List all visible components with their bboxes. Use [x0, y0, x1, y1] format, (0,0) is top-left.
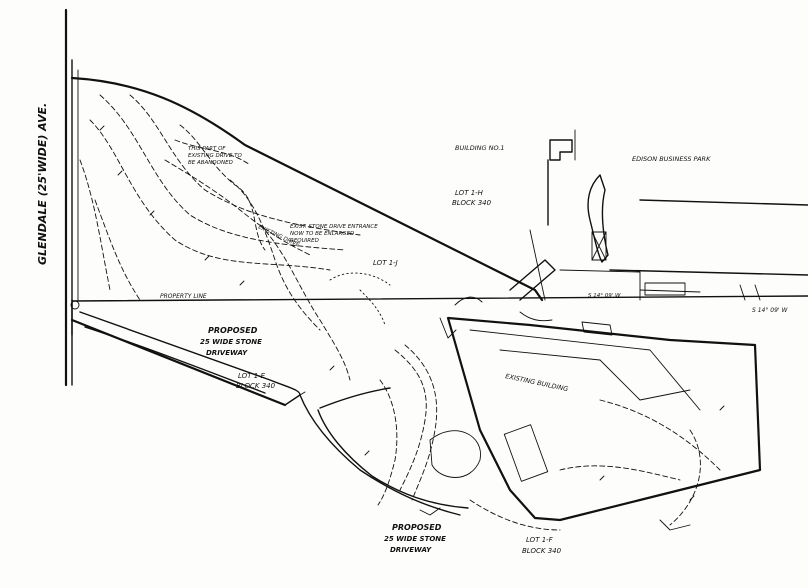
proposed-driveway-lower-label-2: 25 WIDE STONE: [384, 535, 446, 543]
abandon-note-line-3: BE ABANDONED: [188, 160, 233, 166]
building-no1-outline: [547, 129, 808, 301]
lot-1e-block-label: BLOCK 340: [236, 382, 276, 390]
contour-lines: [79, 94, 721, 531]
lot-1f-label: LOT 1-F: [526, 536, 554, 544]
proposed-driveway-lower-label-3: DRIVEWAY: [390, 546, 432, 554]
property-line: [71, 295, 808, 302]
lot-1e-label: LOT 1-E: [238, 372, 266, 380]
proposed-driveway-lower: [299, 387, 469, 516]
abandon-note-line-2: EXISTING DRIVE TO: [188, 153, 242, 159]
existing-building-label: EXISTING BUILDING: [505, 372, 569, 393]
property-line-label: PROPERTY LINE: [160, 293, 207, 300]
stone-drive-entrance: [509, 229, 701, 301]
lot-1f-block-label: BLOCK 340: [522, 547, 562, 555]
proposed-driveway-upper-label-2: 25 WIDE STONE: [200, 338, 262, 346]
bearing-right-label: S 14° 09' W: [752, 307, 788, 314]
existing-drive: [164, 139, 311, 256]
bearing-mid-label: S 14° 09' W: [588, 293, 621, 299]
proposed-driveway-upper-label-3: DRIVEWAY: [206, 349, 248, 357]
existing-building-outline: [429, 316, 762, 522]
edison-park-label: EDISON BUSINESS PARK: [632, 155, 711, 163]
proposed-driveway-upper: [79, 311, 301, 406]
lot-1h-label: LOT 1-H: [455, 189, 484, 197]
stone-drive-note-line-2: NOW TO BE ENLARGED: [290, 231, 354, 237]
lot-1j-label: LOT 1-J: [373, 259, 398, 267]
site-marks: [70, 296, 691, 531]
lot-1h-block-label: BLOCK 340: [452, 199, 492, 207]
spot-elevation-marks: [99, 125, 725, 501]
street-label: GLENDALE (25'WIDE) AVE.: [36, 103, 49, 265]
abandon-note-line-1: THIS PART OF: [188, 146, 226, 152]
building-no1-label: BUILDING NO.1: [455, 144, 505, 152]
proposed-driveway-lower-label-1: PROPOSED: [392, 523, 442, 532]
stone-drive-note-line-1: EXIST. STONE DRIVE ENTRANCE: [290, 224, 378, 230]
stone-drive-note-line-3: REQUIRED: [290, 238, 319, 244]
plan-labels: GLENDALE (25'WIDE) AVE. BUILDING NO.1 ED…: [36, 103, 788, 555]
proposed-driveway-upper-label-1: PROPOSED: [208, 326, 258, 335]
